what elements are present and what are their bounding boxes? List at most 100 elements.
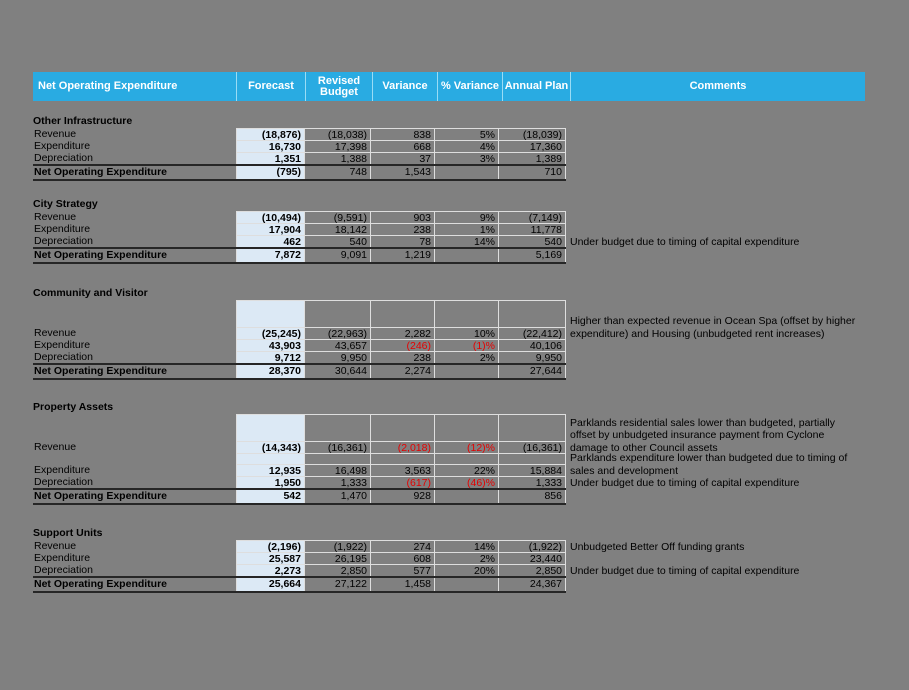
cell-forecast: (10,494) (236, 211, 305, 224)
cell-forecast: 17,904 (236, 223, 305, 236)
cell-comments (566, 247, 861, 260)
comment-text: Under budget due to timing of capital ex… (570, 235, 800, 248)
cell-label: Depreciation (34, 351, 93, 363)
cell-label: Depreciation (34, 564, 93, 576)
cell-revised-budget: 1,470 (304, 490, 371, 503)
cell-label: Net Operating Expenditure (34, 490, 168, 502)
cell-comments (566, 363, 861, 376)
cell-forecast: 16,730 (236, 140, 305, 153)
section-title: Community and Visitor (33, 287, 148, 299)
section-title: City Strategy (33, 198, 98, 210)
cell-variance (370, 300, 435, 328)
cell-label: Expenditure (34, 223, 91, 235)
cell-label: Depreciation (34, 152, 93, 164)
cell-variance: 1,458 (370, 578, 435, 591)
cell-forecast: (2,196) (236, 540, 305, 553)
comment-text: Parklands expenditure lower than budgete… (570, 452, 848, 477)
section-title: Property Assets (33, 401, 114, 413)
cell-annual-plan: 27,644 (498, 365, 566, 378)
cell-pct-variance (434, 249, 499, 262)
spacer-row (33, 300, 865, 328)
cell-label: Depreciation (34, 235, 93, 247)
cell-variance: 2,274 (370, 365, 435, 378)
cell-pct-variance (434, 365, 499, 378)
table-header: Net Operating Expenditure Forecast Revis… (33, 72, 865, 101)
section-title: Other Infrastructure (33, 115, 133, 127)
cell-annual-plan (498, 414, 566, 442)
cell-label (33, 300, 236, 328)
cell-label: Net Operating Expenditure (34, 166, 168, 178)
cell-label: Revenue (34, 211, 77, 223)
cell-comments: Parklands expenditure lower than budgete… (566, 452, 861, 477)
cell-forecast: 7,872 (236, 249, 305, 262)
cell-label: Revenue (34, 441, 77, 453)
comment-text: Unbudgeted Better Off funding grants (570, 540, 745, 553)
cell-forecast (236, 414, 305, 442)
comment-text: Higher than expected revenue in Ocean Sp… (570, 315, 856, 340)
col-header-pct-variance: % Variance (437, 72, 502, 101)
comment-text: Under budget due to timing of capital ex… (570, 476, 800, 489)
cell-revised-budget: 748 (304, 166, 371, 179)
cell-annual-plan: 24,367 (498, 578, 566, 591)
cell-revised-budget: 9,091 (304, 249, 371, 262)
cell-comments: Higher than expected revenue in Ocean Sp… (566, 315, 861, 340)
row-cells (33, 300, 566, 328)
cell-label: Expenditure (34, 339, 91, 351)
cell-label: Net Operating Expenditure (34, 249, 168, 261)
table-row: Revenue(14,343)(16,361)(2,018)(12)%(16,3… (33, 417, 865, 454)
cell-pct-variance (434, 578, 499, 591)
cell-label: Revenue (34, 540, 77, 552)
section-title: Support Units (33, 527, 103, 539)
cell-forecast: 28,370 (236, 365, 305, 378)
cell-forecast (236, 300, 305, 328)
cell-comments: Under budget due to timing of capital ex… (566, 235, 861, 248)
cell-comments (566, 164, 861, 177)
cell-revised-budget: 30,644 (304, 365, 371, 378)
cell-variance: 928 (370, 490, 435, 503)
cell-annual-plan: 710 (498, 166, 566, 179)
comment-text: Under budget due to timing of capital ex… (570, 564, 800, 577)
cell-comments: Parklands residential sales lower than b… (566, 417, 861, 454)
row-cells (33, 414, 566, 442)
cell-label: Net Operating Expenditure (34, 365, 168, 377)
cell-label: Depreciation (34, 476, 93, 488)
cell-label: Revenue (34, 128, 77, 140)
col-header-comments: Comments (570, 72, 865, 101)
cell-label: Expenditure (34, 464, 91, 476)
cell-revised-budget (304, 300, 371, 328)
cell-comments (566, 488, 861, 501)
cell-forecast: 542 (236, 490, 305, 503)
cell-forecast: 9,712 (236, 351, 305, 364)
cell-forecast: (795) (236, 166, 305, 179)
cell-label: Net Operating Expenditure (34, 578, 168, 590)
